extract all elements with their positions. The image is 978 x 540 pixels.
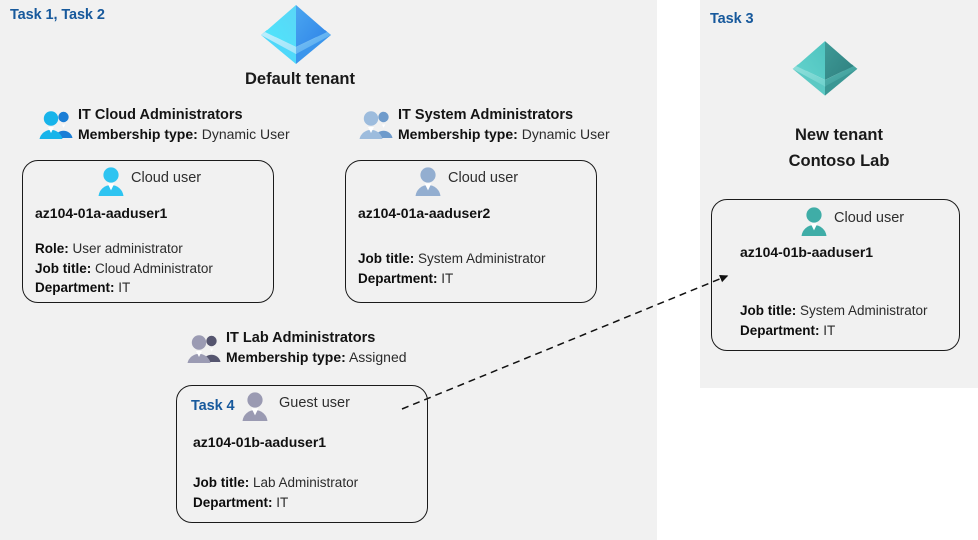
attr-department-guest: Department: IT (193, 493, 358, 513)
user-card-guest-az104-01b-aaduser1[interactable]: Task 4 Guest user az104-01b-aaduser1 Job… (176, 385, 428, 523)
user-attrs-b1: Job title: System Administrator Departme… (740, 301, 928, 340)
group-meta-system-admins: Membership type: Dynamic User (398, 125, 610, 144)
task-label-3: Task 3 (710, 11, 754, 27)
attr-jobtitle-value-a1: Cloud Administrator (95, 260, 213, 276)
group-title-cloud-admins: IT Cloud Administrators (78, 107, 243, 123)
user-upn-a1: az104-01a-aaduser1 (35, 205, 168, 221)
attr-jobtitle-label-guest: Job title: (193, 475, 250, 490)
attr-department-a2: Department: IT (358, 269, 546, 289)
cloud-user-icon-a1 (97, 166, 125, 196)
attr-department-a1: Department: IT (35, 278, 213, 298)
user-card-az104-01a-aaduser1[interactable]: Cloud user az104-01a-aaduser1 Role: User… (22, 160, 274, 303)
attr-role-a1: Role: User administrator (35, 239, 213, 259)
group-header-cloud-admins: IT Cloud Administrators Membership type:… (78, 106, 290, 144)
user-card-az104-01a-aaduser2[interactable]: Cloud user az104-01a-aaduser2 Job title:… (345, 160, 597, 303)
user-attrs-a2: Job title: System Administrator Departme… (358, 249, 546, 288)
user-upn-a2: az104-01a-aaduser2 (358, 205, 491, 221)
new-tenant-name-line1: New tenant (794, 126, 883, 144)
group-meta-cloud-admins: Membership type: Dynamic User (78, 125, 290, 144)
new-tenant-name-line2: Contoso Lab (788, 152, 890, 170)
attr-department-value-guest: IT (276, 494, 289, 510)
cloud-user-icon-b1 (800, 206, 828, 236)
group-header-lab-admins: IT Lab Administrators Membership type: A… (226, 329, 407, 367)
attr-department-label-a1: Department: (35, 280, 115, 295)
attr-department-label-b1: Department: (740, 322, 820, 338)
group-meta-label-system-admins: Membership type: (398, 126, 518, 142)
user-attrs-guest: Job title: Lab Administrator Department:… (193, 473, 358, 512)
group-users-icon-cloud-admins (38, 108, 76, 140)
attr-jobtitle-a2: Job title: System Administrator (358, 249, 546, 269)
user-type-guest: Guest user (279, 395, 350, 411)
group-meta-label-cloud-admins: Membership type: (78, 126, 198, 142)
user-upn-guest: az104-01b-aaduser1 (193, 434, 327, 450)
default-tenant-name: Default tenant (244, 70, 355, 88)
user-type-a1: Cloud user (131, 170, 202, 186)
attr-department-b1: Department: IT (740, 321, 928, 341)
azure-ad-tenant-icon-new (789, 38, 861, 96)
attr-jobtitle-value-guest: Lab Administrator (253, 475, 359, 490)
group-title-system-admins: IT System Administrators (398, 107, 574, 123)
attr-jobtitle-label-a2: Job title: (358, 251, 415, 266)
attr-jobtitle-a1: Job title: Cloud Administrator (35, 259, 213, 279)
attr-jobtitle-label-a1: Job title: (35, 260, 92, 276)
attr-jobtitle-value-a2: System Administrator (418, 251, 546, 266)
attr-role-label-a1: Role: (35, 241, 69, 256)
group-users-icon-system-admins (358, 108, 396, 140)
group-meta-label-lab-admins: Membership type: (226, 349, 346, 365)
guest-user-icon (241, 391, 269, 421)
attr-department-value-a2: IT (441, 270, 454, 286)
attr-department-value-b1: IT (823, 322, 836, 338)
user-upn-b1: az104-01b-aaduser1 (740, 244, 874, 260)
group-meta-value-system-admins: Dynamic User (521, 126, 610, 142)
azure-ad-tenant-icon-default (257, 2, 335, 64)
task-label-4: Task 4 (191, 398, 235, 414)
group-header-system-admins: IT System Administrators Membership type… (398, 106, 610, 144)
attr-jobtitle-label-b1: Job title: (740, 303, 797, 318)
cloud-user-icon-a2 (414, 166, 442, 196)
attr-role-value-a1: User administrator (72, 241, 183, 256)
attr-jobtitle-guest: Job title: Lab Administrator (193, 473, 358, 493)
attr-department-label-guest: Department: (193, 494, 273, 510)
user-attrs-a1: Role: User administrator Job title: Clou… (35, 239, 213, 298)
group-title-lab-admins: IT Lab Administrators (226, 330, 376, 346)
attr-jobtitle-b1: Job title: System Administrator (740, 301, 928, 321)
group-meta-value-lab-admins: Assigned (348, 349, 407, 365)
group-meta-lab-admins: Membership type: Assigned (226, 348, 407, 367)
attr-department-value-a1: IT (118, 280, 131, 295)
user-card-az104-01b-aaduser1[interactable]: Cloud user az104-01b-aaduser1 Job title:… (711, 199, 960, 351)
attr-department-label-a2: Department: (358, 270, 438, 286)
group-users-icon-lab-admins (186, 332, 224, 364)
attr-jobtitle-value-b1: System Administrator (800, 303, 928, 318)
user-type-a2: Cloud user (448, 170, 519, 186)
task-label-1-2: Task 1, Task 2 (10, 7, 105, 23)
group-meta-value-cloud-admins: Dynamic User (201, 126, 290, 142)
user-type-b1: Cloud user (834, 210, 905, 226)
